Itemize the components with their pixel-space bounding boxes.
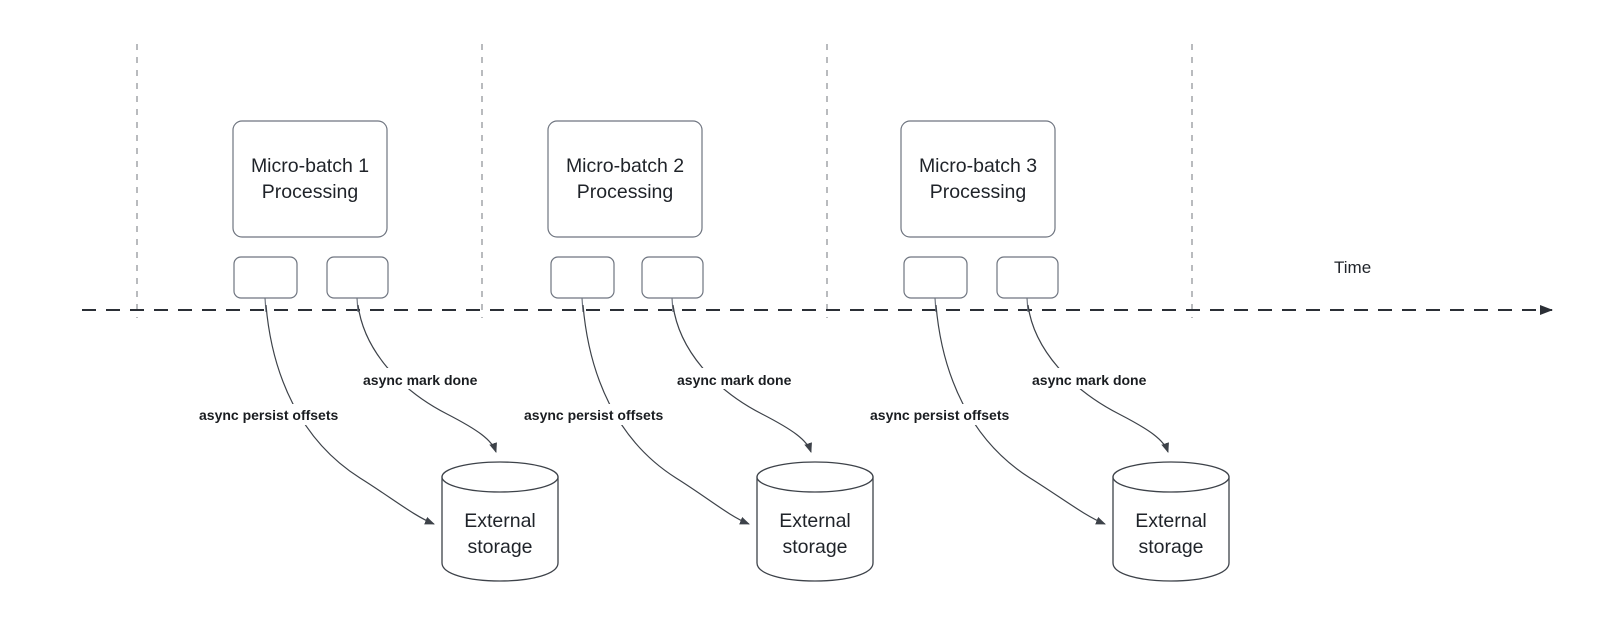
micro-batch-1-mark-done-arrow: [357, 304, 497, 453]
external-storage-1-body: [441, 476, 559, 582]
micro-batch-2-task-1-stem: [581, 297, 584, 313]
micro-batch-1-persist-label-bg: [196, 404, 374, 425]
external-storage-2-label-line1: External: [779, 510, 851, 532]
external-storage-1[interactable]: External storage: [441, 461, 559, 582]
micro-batch-3-persist-label-bg: [867, 404, 1045, 425]
micro-batch-3-label-line2: Processing: [930, 181, 1026, 203]
micro-batch-2-label-line1: Micro-batch 2: [566, 155, 684, 177]
micro-batch-1-mark-done-label: async mark done: [363, 372, 478, 388]
micro-batch-2-persist-label-bg: [521, 404, 699, 425]
micro-batch-3-mark-done-arrow: [1027, 304, 1169, 453]
micro-batch-1-task-box-1[interactable]: [233, 256, 298, 299]
micro-batch-1-task-2-stem: [356, 297, 359, 313]
external-storage-3-body: [1112, 476, 1230, 582]
micro-batch-1-persist-offsets-label: async persist offsets: [199, 407, 338, 423]
external-storage-3-label-line2: storage: [1138, 536, 1203, 558]
external-storage-1-label-line2: storage: [467, 536, 532, 558]
micro-batch-1-label-line1: Micro-batch 1: [251, 155, 369, 177]
external-storage-2-top: [756, 461, 874, 493]
micro-batch-3-task-box-2[interactable]: [996, 256, 1059, 299]
group-2: Micro-batch 2 Processing async persist o…: [521, 120, 874, 582]
micro-batch-2-box[interactable]: [547, 120, 703, 238]
micro-batch-1-mark-done-label-bg: [360, 368, 500, 389]
micro-batch-2-persist-offsets-label: async persist offsets: [524, 407, 663, 423]
external-storage-2[interactable]: External storage: [756, 461, 874, 582]
external-storage-1-label-line1: External: [464, 510, 536, 532]
external-storage-3-label-line1: External: [1135, 510, 1207, 532]
external-storage-3[interactable]: External storage: [1112, 461, 1230, 582]
micro-batch-1-label-line2: Processing: [262, 181, 358, 203]
micro-batch-2-task-2-stem: [671, 297, 674, 313]
micro-batch-3-persist-offsets-label: async persist offsets: [870, 407, 1009, 423]
micro-batch-2-mark-done-label-bg: [674, 368, 814, 389]
group-3: Micro-batch 3 Processing async persist o…: [867, 120, 1230, 582]
external-storage-1-top: [441, 461, 559, 493]
micro-batch-1-box[interactable]: [232, 120, 388, 238]
micro-batch-2-task-box-1[interactable]: [550, 256, 615, 299]
external-storage-3-top: [1112, 461, 1230, 493]
group-1: Micro-batch 1 Processing async persist o…: [196, 120, 559, 582]
micro-batch-2-mark-done-arrow: [672, 304, 812, 453]
micro-batch-1-persist-offsets-arrow: [265, 304, 435, 525]
micro-batch-3-label-line1: Micro-batch 3: [919, 155, 1037, 177]
micro-batch-2-mark-done-label: async mark done: [677, 372, 792, 388]
micro-batch-3-task-box-1[interactable]: [903, 256, 968, 299]
micro-batch-3-mark-done-label: async mark done: [1032, 372, 1147, 388]
micro-batch-1-task-box-2[interactable]: [326, 256, 389, 299]
micro-batch-3-mark-done-label-bg: [1029, 368, 1169, 389]
time-axis: Time: [82, 258, 1553, 315]
micro-batch-1-task-1-stem: [264, 297, 267, 313]
micro-batch-2-label-line2: Processing: [577, 181, 673, 203]
micro-batch-2-task-box-2[interactable]: [641, 256, 704, 299]
micro-batch-2-persist-offsets-arrow: [582, 304, 750, 525]
external-storage-2-body: [756, 476, 874, 582]
external-storage-2-label-line2: storage: [782, 536, 847, 558]
time-axis-label: Time: [1334, 258, 1371, 277]
micro-batch-3-persist-offsets-arrow: [935, 304, 1106, 525]
micro-batch-3-box[interactable]: [900, 120, 1056, 238]
micro-batch-3-task-2-stem: [1026, 297, 1029, 313]
